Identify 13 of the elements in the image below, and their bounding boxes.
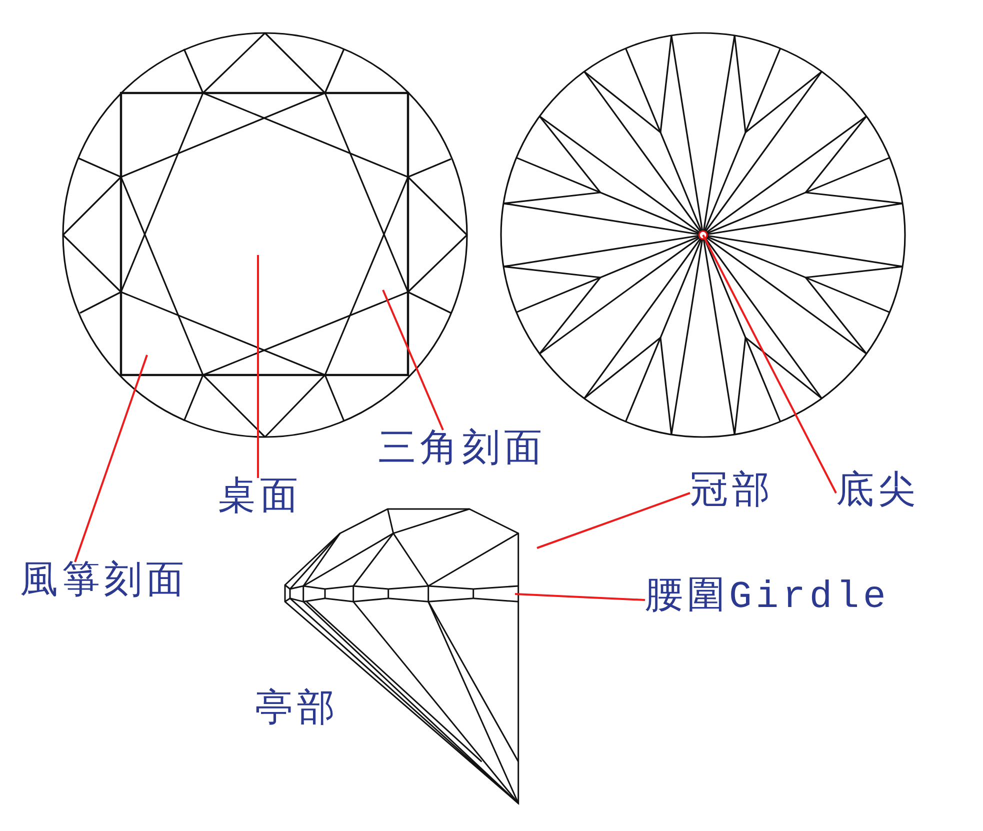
leader-line xyxy=(382,290,444,430)
part-label: 冠部 xyxy=(690,472,774,514)
leader-line xyxy=(536,492,690,549)
leader-line xyxy=(257,255,259,478)
part-label: 亭部 xyxy=(255,690,339,732)
leader-line xyxy=(74,354,148,562)
part-label: 腰圍Girdle xyxy=(645,577,890,619)
part-label: 三角刻面 xyxy=(378,430,546,472)
part-label: 風箏刻面 xyxy=(20,562,188,604)
leader-line xyxy=(514,593,646,601)
part-label: 底尖 xyxy=(836,472,920,514)
leader-line xyxy=(702,234,837,494)
part-label: 桌面 xyxy=(218,478,302,520)
